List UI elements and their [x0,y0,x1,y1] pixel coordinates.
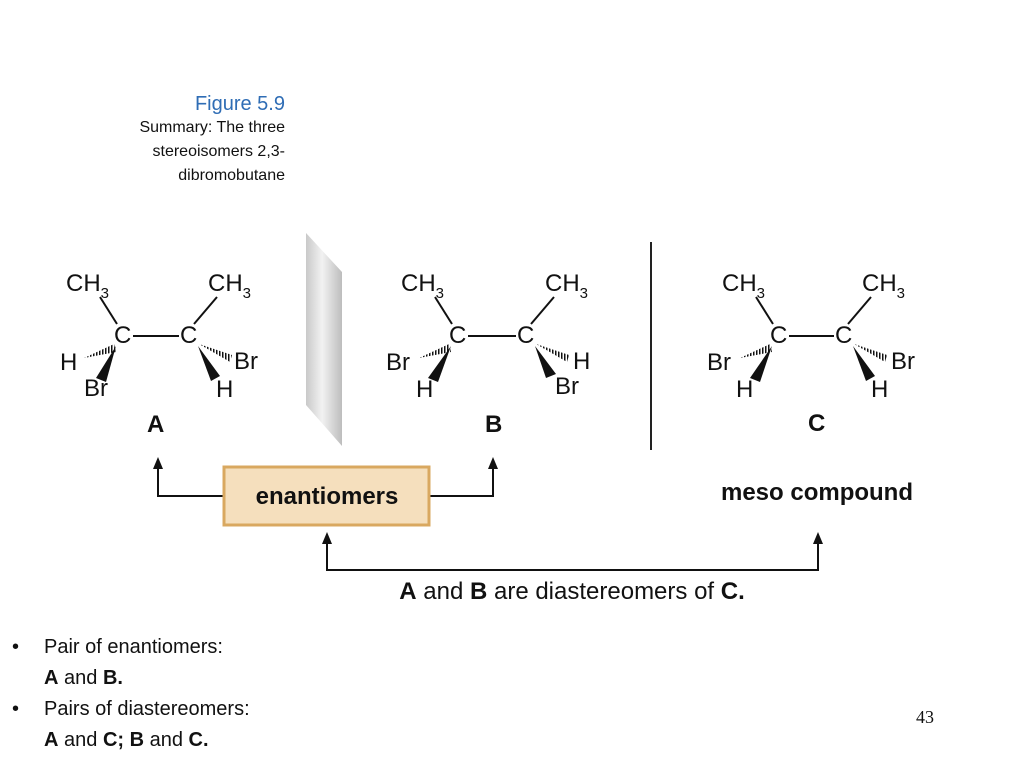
arrowhead-meso [813,532,823,544]
methyl-right-a: CH3 [208,270,251,302]
substituent-below-left-b: H [416,376,433,403]
bullet-bold: C; B [102,729,145,751]
substituent-left-a: H [60,349,77,376]
substituent-right-c: Br [891,348,915,375]
label-c: C [808,410,825,437]
molecule-c: CH3 CH3 C C Br H Br H C [707,270,915,437]
mirror-plane [306,233,342,446]
molecule-a: CH3 CH3 C C H Br Br H A [60,270,258,438]
bullet-text: Pairs of diastereomers: [44,698,250,720]
carbon-right-c: C [835,322,852,349]
methyl-left-c: CH3 [722,270,765,302]
arrowhead-b [488,457,498,469]
bullet-text: and [58,667,103,689]
methyl-right-c: CH3 [862,270,905,302]
substituent-left-b: Br [386,349,410,376]
enantiomer-relation [157,465,494,497]
carbon-right-b: C [517,322,534,349]
bullet-bold: B. [102,667,123,689]
bullet-item: • Pairs of diastereomers: [12,694,250,725]
bullet-continuation: A and B. [12,663,250,694]
figure-description: Summary: The three stereoisomers 2,3- di… [139,119,285,184]
substituent-below-right-b: Br [555,373,579,400]
bullet-item: • Pair of enantiomers: [12,632,250,663]
bullet-dot: • [12,636,20,658]
carbon-left-a: C [114,322,131,349]
methyl-left-b: CH3 [401,270,444,302]
bullet-bold: A [44,667,59,689]
bullet-continuation: A and C; B and C. [12,725,250,756]
bullet-dot: • [12,698,20,720]
carbon-left-c: C [770,322,787,349]
bullet-text: and [58,729,103,751]
diastereomer-relation [326,540,819,571]
substituent-below-right-a: H [216,376,233,403]
figure-label: Figure 5.9 [194,93,285,115]
bullet-text: Pair of enantiomers: [44,636,223,658]
bullet-text: and [144,729,189,751]
substituent-right-b: H [573,348,590,375]
diastereomer-note: A and B are diastereomers of C. [399,578,745,605]
arrowhead-a [153,457,163,469]
figure-caption: Figure 5.9 Summary: The three stereoisom… [55,92,285,188]
bullet-bold: A [44,729,59,751]
substituent-below-left-c: H [736,376,753,403]
molecule-b: CH3 CH3 C C Br H H Br B [386,270,590,438]
methyl-left-a: CH3 [66,270,109,302]
substituent-below-right-c: H [871,376,888,403]
carbon-left-b: C [449,322,466,349]
substituent-below-left-a: Br [84,375,108,402]
label-b: B [485,411,502,438]
carbon-right-a: C [180,322,197,349]
label-a: A [147,411,164,438]
meso-compound-label: meso compound [721,479,913,506]
substituent-left-c: Br [707,349,731,376]
methyl-right-b: CH3 [545,270,588,302]
arrowhead-enantiomers [322,532,332,544]
enantiomers-label: enantiomers [256,483,399,510]
substituent-right-a: Br [234,348,258,375]
bullet-list: • Pair of enantiomers: A and B. • Pairs … [12,632,250,756]
enantiomers-box [222,465,431,527]
page-number: 43 [916,707,934,727]
bullet-bold: C. [188,729,209,751]
